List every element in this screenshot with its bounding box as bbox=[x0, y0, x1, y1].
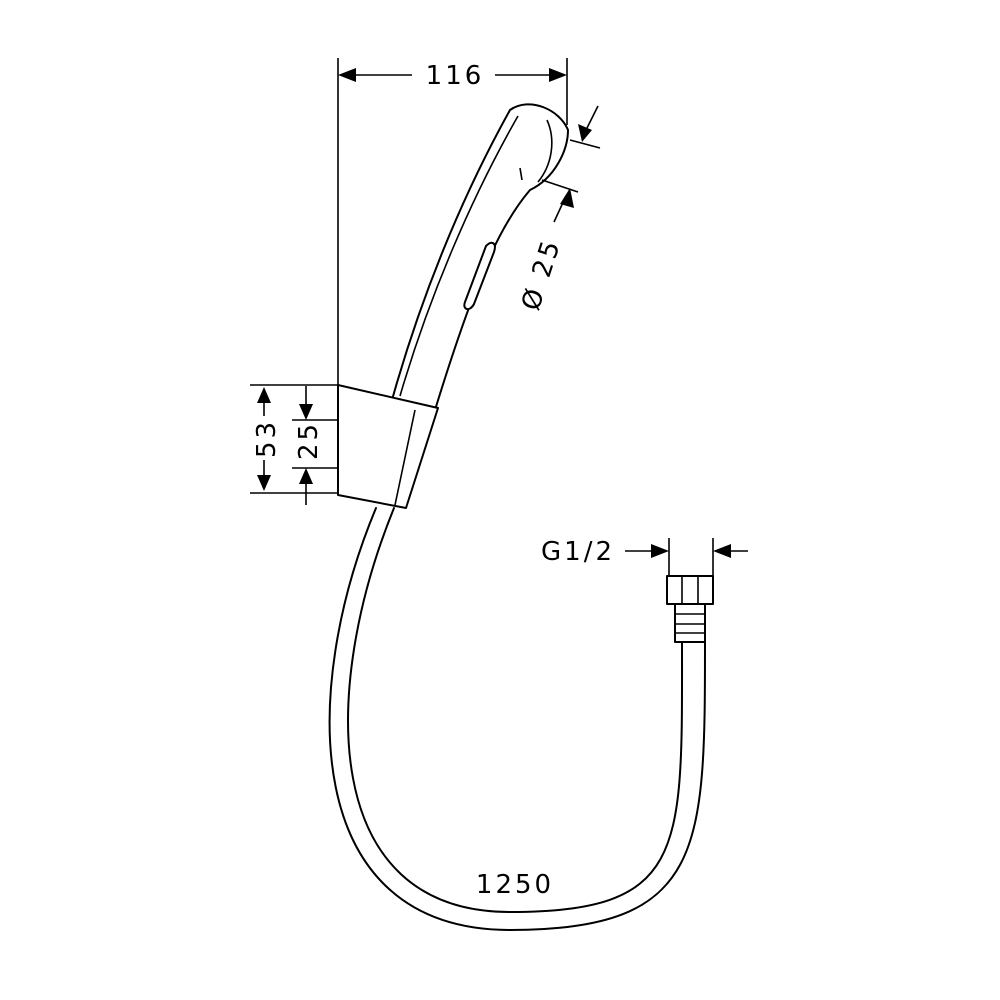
dim-label-53: 53 bbox=[252, 419, 282, 458]
dim-holder-height: 53 bbox=[250, 384, 338, 494]
arrowhead-right bbox=[651, 544, 669, 558]
dim-label-hose-length: 1250 bbox=[476, 870, 554, 900]
hose-nut bbox=[666, 575, 714, 643]
arrowhead-left bbox=[713, 544, 731, 558]
hose bbox=[328, 507, 706, 931]
arrowhead-left bbox=[338, 68, 356, 82]
arrowhead-up bbox=[299, 468, 313, 484]
hand-shower bbox=[391, 103, 569, 411]
arrowhead-down bbox=[257, 475, 271, 491]
dim-label-116: 116 bbox=[426, 61, 485, 91]
arrowhead-up bbox=[257, 387, 271, 403]
dim-thread: G1/2 bbox=[541, 537, 748, 576]
dim-label-25: 25 bbox=[294, 421, 324, 460]
arrowhead-top bbox=[578, 124, 592, 142]
arrowhead-bottom bbox=[560, 188, 574, 208]
dim-holder-opening: 25 bbox=[292, 386, 338, 505]
dim-overall-width: 116 bbox=[337, 58, 568, 385]
arrowhead-right bbox=[549, 68, 567, 82]
dim-label-diameter: Ø 25 bbox=[516, 235, 567, 314]
dim-label-thread: G1/2 bbox=[541, 537, 615, 567]
arrowhead-down bbox=[299, 404, 313, 420]
wall-holder bbox=[337, 384, 439, 509]
